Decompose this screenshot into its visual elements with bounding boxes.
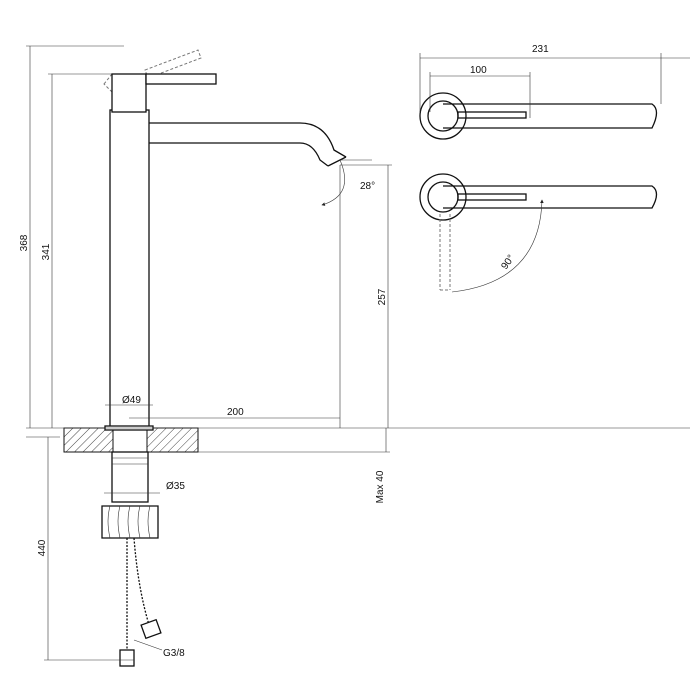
dim-top-lever: 100 [470, 65, 487, 76]
top-view-closed: 231 100 [419, 44, 690, 140]
dim-spout-height: 257 [377, 288, 388, 305]
side-view: 28° 368 341 [19, 45, 690, 667]
lever-handle [145, 73, 217, 85]
dim-total-height: 368 [19, 234, 30, 251]
dim-body-height: 341 [41, 243, 52, 260]
dim-spout-reach: 200 [227, 407, 244, 418]
lever-open-position-ghost [103, 49, 202, 103]
countertop-section [63, 427, 199, 453]
faucet-head [111, 73, 147, 113]
dim-spout-angle: 28° [360, 181, 375, 192]
dim-body-diameter: Ø49 [122, 395, 141, 406]
dim-hole-diameter: Ø35 [166, 481, 185, 492]
mounting-nut [101, 505, 159, 539]
dim-lever-rotation: 90° [499, 253, 517, 272]
faucet-body [109, 109, 150, 429]
dim-top-reach: 231 [532, 44, 549, 55]
supply-hoses [119, 537, 162, 667]
threaded-shank [111, 451, 149, 503]
dim-hose-length: 440 [37, 539, 48, 556]
label-thread: G3/8 [163, 648, 185, 659]
top-view-rotated: 90° [419, 173, 658, 293]
spout [149, 122, 347, 167]
dim-max-thickness: Max 40 [375, 470, 386, 503]
